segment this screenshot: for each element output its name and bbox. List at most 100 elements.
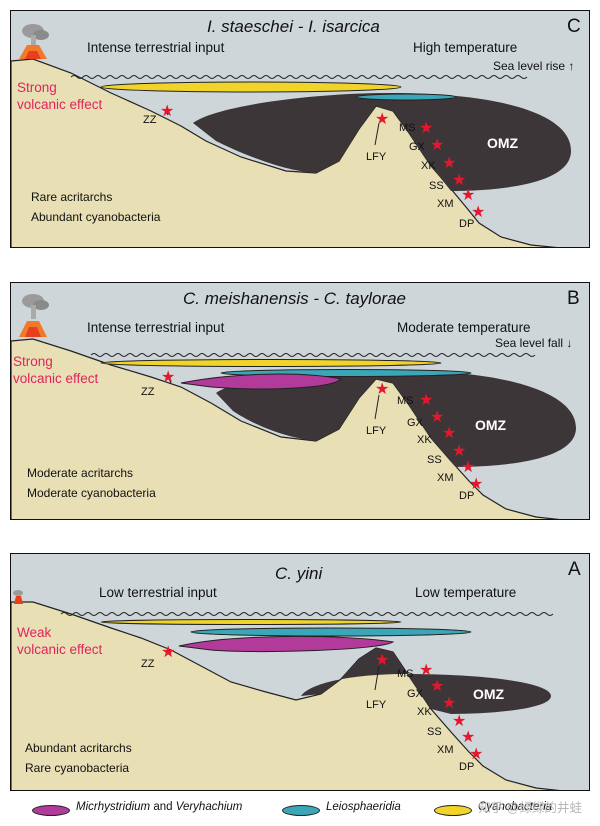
site-label-gx: GX — [409, 141, 425, 153]
site-label-zz: ZZ — [141, 658, 155, 670]
panel-c-omz-label: OMZ — [487, 135, 519, 151]
site-label-lfy: LFY — [366, 425, 387, 437]
cyanobacteria-lens — [100, 81, 402, 93]
panel-a-title: C. yini — [275, 564, 323, 583]
site-marker-xk: ★ — [442, 425, 457, 442]
site-marker-ss: ★ — [452, 172, 467, 189]
site-marker-lfy: ★ — [375, 381, 390, 398]
site-label-xm: XM — [437, 744, 454, 756]
cyanobacteria-lens — [100, 619, 402, 625]
cyanobacteria-lens — [100, 359, 442, 367]
site-label-ss: SS — [429, 180, 444, 192]
watermark: 知乎 @绿绿的井蛙 — [478, 801, 582, 815]
site-label-zz: ZZ — [143, 114, 157, 126]
site-label-dp: DP — [459, 218, 475, 230]
sea-surface-wave — [60, 612, 554, 616]
site-marker-zz: ★ — [161, 644, 176, 661]
panel-c-diagram — [11, 24, 571, 247]
omz-zone — [193, 93, 571, 191]
site-marker-zz: ★ — [160, 103, 175, 120]
site-marker-xm: ★ — [461, 729, 476, 746]
site-label-ss: SS — [427, 454, 442, 466]
panel-c: I. staeschei - I. isarcica C Intense ter… — [10, 10, 590, 248]
panel-b: C. meishanensis - C. taylorae B Intense … — [10, 282, 590, 520]
site-label-ms: MS — [397, 395, 414, 407]
panel-a-input-label: Low terrestrial input — [99, 585, 217, 600]
legend-label-micrhystridium: Micrhystridium and Veryhachium — [76, 801, 243, 813]
site-label-lfy: LFY — [366, 151, 387, 163]
panel-c-sea-level-label: Sea level rise ↑ — [493, 59, 575, 73]
site-label-gx: GX — [407, 417, 423, 429]
omz-zone — [301, 648, 551, 714]
site-marker-xk: ★ — [442, 155, 457, 172]
leiosphaeridia-lens — [190, 627, 472, 637]
site-marker-gx: ★ — [430, 678, 445, 695]
site-label-xk: XK — [417, 706, 432, 718]
panel-a-temperature-label: Low temperature — [415, 585, 517, 600]
legend-swatch-micrhystridium — [32, 805, 70, 816]
small-volcano-icon — [13, 590, 23, 604]
panel-a-biota-label: Abundant acritarchs Rare cyanobacteria — [25, 741, 132, 775]
site-marker-dp: ★ — [469, 746, 484, 763]
site-marker-xk: ★ — [442, 695, 457, 712]
panel-b-letter: B — [567, 288, 580, 309]
micrhystridium-lens — [180, 373, 343, 390]
site-label-gx: GX — [407, 688, 423, 700]
panel-a-letter: A — [568, 559, 581, 580]
site-label-dp: DP — [459, 490, 475, 502]
legend: Micrhystridium and Veryhachium Leiosphae… — [10, 798, 590, 822]
site-label-lfy: LFY — [366, 699, 387, 711]
site-marker-ss: ★ — [452, 713, 467, 730]
sea-surface-wave — [90, 353, 536, 357]
site-label-xm: XM — [437, 472, 454, 484]
micrhystridium-lens — [178, 635, 395, 653]
site-marker-ss: ★ — [452, 443, 467, 460]
site-marker-lfy: ★ — [375, 111, 390, 128]
site-marker-dp: ★ — [471, 204, 486, 221]
site-label-ss: SS — [427, 726, 442, 738]
site-marker-ms: ★ — [419, 392, 434, 409]
site-label-xk: XK — [421, 160, 436, 172]
site-marker-dp: ★ — [469, 476, 484, 493]
leiosphaeridia-lens — [355, 93, 457, 101]
site-label-xm: XM — [437, 198, 454, 210]
panel-b-input-label: Intense terrestrial input — [87, 320, 225, 335]
panel-b-temperature-label: Moderate temperature — [397, 320, 531, 335]
site-marker-ms: ★ — [419, 662, 434, 679]
legend-label-leiosphaeridia: Leiosphaeridia — [326, 801, 401, 813]
site-label-xk: XK — [417, 434, 432, 446]
panel-a: C. yini A Low terrestrial input Low temp… — [10, 553, 590, 791]
omz-zone — [216, 371, 576, 467]
panel-c-letter: C — [567, 16, 581, 37]
panel-a-volcanic-label: Weak volcanic effect — [17, 625, 103, 657]
panel-c-title: I. staeschei - I. isarcica — [207, 17, 380, 36]
site-label-zz: ZZ — [141, 386, 155, 398]
site-marker-ms: ★ — [419, 120, 434, 137]
site-marker-zz: ★ — [161, 369, 176, 386]
panel-b-omz-label: OMZ — [475, 417, 507, 433]
panel-c-input-label: Intense terrestrial input — [87, 40, 225, 55]
panel-c-volcanic-label: Strong volcanic effect — [17, 80, 103, 112]
panel-c-biota-label: Rare acritarchs Abundant cyanobacteria — [31, 190, 161, 224]
arrow-down-icon: ↓ — [566, 336, 573, 350]
panel-a-omz-label: OMZ — [473, 686, 505, 702]
erupting-volcano-icon — [19, 24, 49, 59]
sea-surface-wave — [70, 75, 528, 79]
legend-swatch-cyanobacteria — [434, 805, 472, 816]
site-marker-lfy: ★ — [375, 652, 390, 669]
panel-b-title: C. meishanensis - C. taylorae — [183, 289, 406, 308]
legend-label-cyanobacteria: Cyanobacteria — [478, 801, 553, 813]
site-label-dp: DP — [459, 761, 475, 773]
site-marker-xm: ★ — [461, 187, 476, 204]
site-label-ms: MS — [399, 122, 416, 134]
site-label-ms: MS — [397, 668, 414, 680]
panel-a-diagram — [11, 590, 560, 790]
site-marker-xm: ★ — [461, 459, 476, 476]
panel-c-temperature-label: High temperature — [413, 40, 518, 55]
arrow-up-icon: ↑ — [568, 59, 575, 73]
erupting-volcano-icon — [19, 294, 49, 337]
panel-b-biota-label: Moderate acritarchs Moderate cyanobacter… — [27, 466, 156, 500]
legend-swatch-leiosphaeridia — [282, 805, 320, 816]
panel-b-sea-level-label: Sea level fall ↓ — [495, 336, 573, 350]
panel-b-volcanic-label: Strong volcanic effect — [13, 354, 99, 386]
